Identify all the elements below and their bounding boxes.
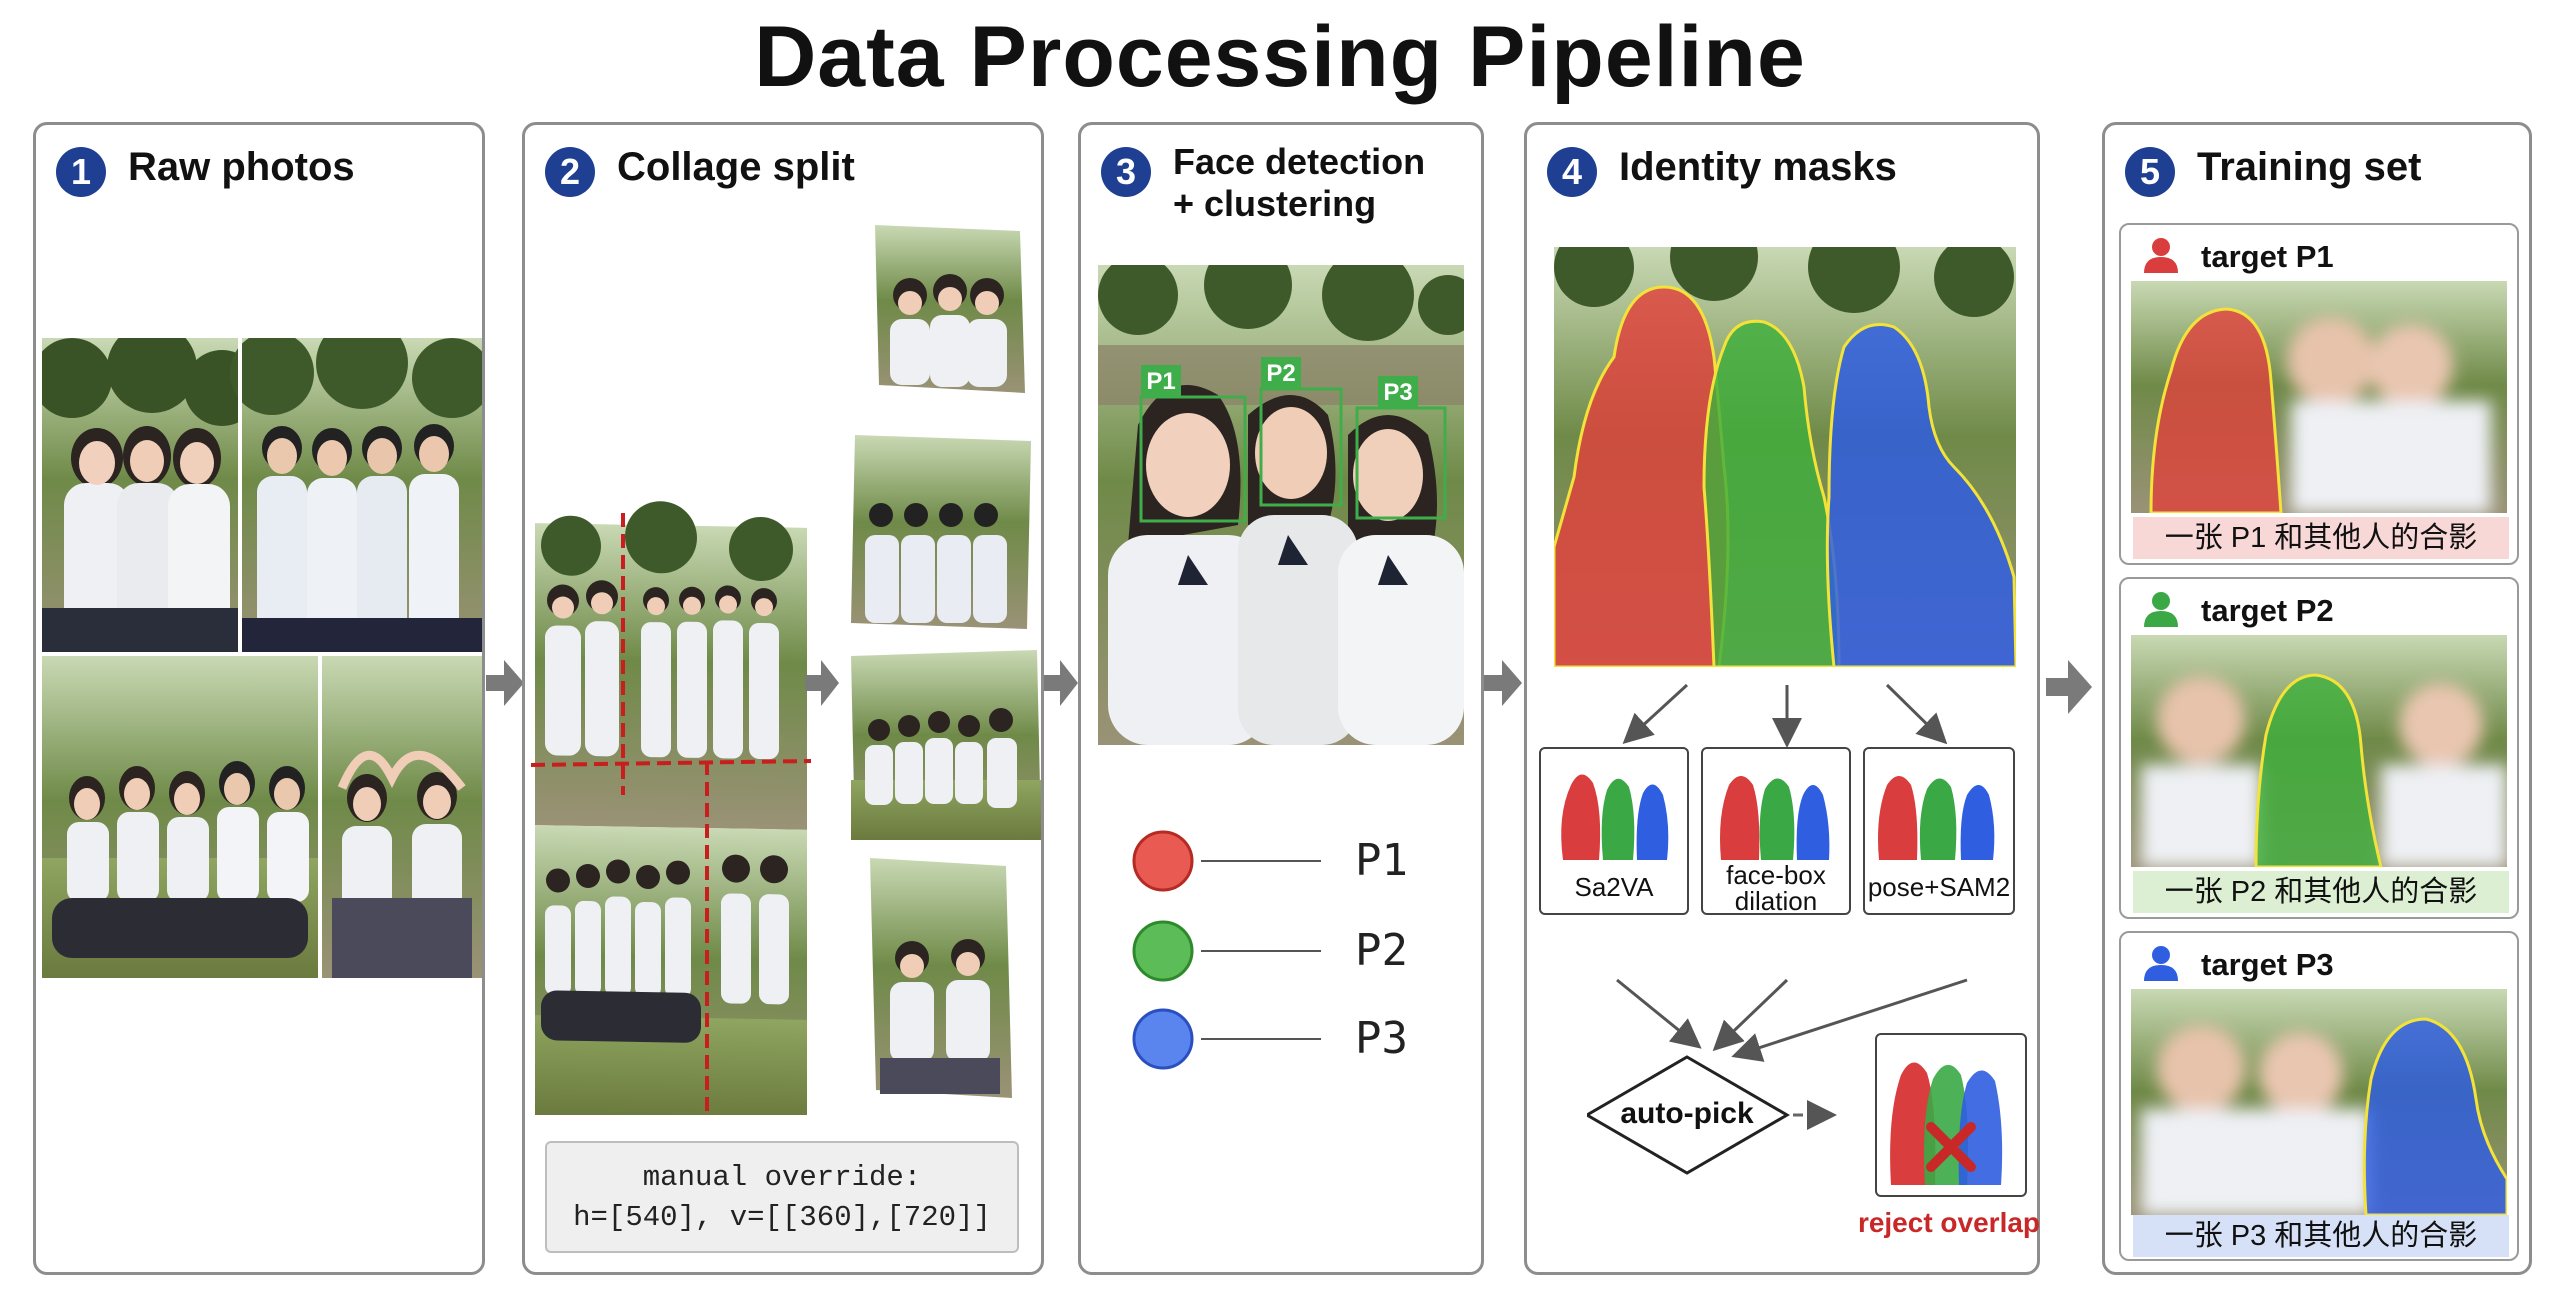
target-label-p3: target P3 [2201, 947, 2334, 982]
override-line-2: h=[540], v=[[360],[720]] [573, 1201, 991, 1234]
collage-with-split-lines [531, 501, 811, 1115]
training-card-p2: target P2 一张 P2 和其他人的合影 [2119, 577, 2519, 919]
panel-title-collage-split: Collage split [617, 145, 855, 189]
reject-x-icon [1926, 1122, 1976, 1172]
step-badge-2: 2 [545, 147, 595, 197]
method-label-pose-sam2: pose+SAM2 [1867, 872, 2011, 902]
arrow-2-to-3 [1044, 660, 1078, 706]
panel-title-face-detection: Face detection [1173, 141, 1426, 182]
training-card-p3: target P3 一张 P3 和其他人的合影 [2119, 931, 2519, 1261]
method-card-pose-sam2: pose+SAM2 [1863, 747, 2015, 915]
caption-p2: 一张 P2 和其他人的合影 [2133, 871, 2509, 913]
page-title: Data Processing Pipeline [754, 9, 1806, 105]
method-label-face-box: face-box [1726, 860, 1826, 890]
step-badge-1: 1 [56, 147, 106, 197]
method-card-sa2va: Sa2VA [1539, 747, 1689, 915]
method-label-dilation: dilation [1734, 886, 1818, 916]
training-card-p1: target P1 一张 P1 和其他人的合影 [2119, 223, 2519, 565]
legend-label-p2: P2 [1355, 925, 1408, 976]
person-icon-p1 [2144, 238, 2178, 273]
panel-title-identity-masks: Identity masks [1619, 145, 1897, 189]
face-label-p3: P3 [1383, 379, 1412, 406]
panel-raw-photos: 1 Raw photos [33, 122, 485, 1275]
legend-label-p3: P3 [1355, 1013, 1408, 1064]
face-box-mask-silhouettes [1720, 776, 1830, 860]
panel-face-detection: 3 Face detection + clustering [1078, 122, 1484, 1275]
training-photo-p3 [2131, 989, 2507, 1215]
face-label-p2: P2 [1266, 360, 1295, 387]
caption-p3: 一张 P3 和其他人的合影 [2133, 1215, 2509, 1257]
identity-mask-photo [1554, 247, 2016, 667]
raw-photo-1 [42, 338, 260, 652]
method-card-face-box-dilation: face-box dilation [1701, 747, 1851, 915]
target-label-p1: target P1 [2201, 239, 2334, 274]
reject-overlap-label: reject overlap [1857, 1207, 2041, 1238]
panel-training-set: 5 Training set target P1 一张 P1 和其他人的合影 t… [2102, 122, 2532, 1275]
step-badge-4: 4 [1547, 147, 1597, 197]
arrow-split-to-crops [805, 660, 839, 706]
panel-title-clustering: + clustering [1173, 183, 1377, 224]
step-badge-5: 5 [2125, 147, 2175, 197]
crop-tile-2 [851, 435, 1031, 629]
panel-identity-masks: 4 Identity masks Sa2VA face-box dilation [1524, 122, 2040, 1275]
legend-label-p1: P1 [1355, 835, 1408, 886]
arrow-3-to-4 [1484, 660, 1522, 706]
training-photo-p1 [2131, 281, 2507, 513]
overlapping-mask-silhouettes [1890, 1062, 2003, 1185]
training-photo-p2 [2131, 635, 2507, 867]
rejected-mask-card [1875, 1033, 2027, 1197]
raw-photo-grid [42, 338, 482, 978]
face-detection-photo: P1 P2 P3 [1098, 265, 1464, 745]
cluster-legend-markers [1132, 830, 1321, 1070]
crop-tile-1 [875, 225, 1025, 393]
override-line-1: manual override: [642, 1161, 922, 1194]
autopick-flow [1587, 978, 1968, 1175]
panel-collage-split: 2 Collage split [522, 122, 1044, 1275]
raw-photo-2 [230, 338, 482, 652]
person-icon-p2 [2144, 592, 2178, 627]
crop-tile-3 [851, 650, 1041, 840]
manual-override-box: manual override: h=[540], v=[[360],[720]… [545, 1141, 1019, 1253]
person-icon-p3 [2144, 946, 2178, 981]
panel-title-training-set: Training set [2197, 145, 2422, 189]
sa2va-mask-silhouettes [1561, 774, 1669, 860]
autopick-label: auto-pick [1620, 1097, 1754, 1130]
panel-title-raw-photos: Raw photos [128, 145, 355, 189]
arrow-1-to-2 [486, 660, 524, 706]
face-label-p1: P1 [1146, 368, 1175, 395]
method-label-sa2va: Sa2VA [1574, 872, 1654, 902]
step-badge-3: 3 [1101, 147, 1151, 197]
raw-photo-3 [42, 656, 318, 978]
raw-photo-4 [322, 656, 482, 978]
crop-tile-4 [870, 858, 1012, 1098]
caption-p1: 一张 P1 和其他人的合影 [2133, 517, 2509, 559]
pose-sam2-mask-silhouettes [1878, 776, 1995, 860]
mask-method-arrows [1622, 683, 1948, 748]
arrow-4-to-5 [2046, 660, 2092, 714]
target-label-p2: target P2 [2201, 593, 2334, 628]
